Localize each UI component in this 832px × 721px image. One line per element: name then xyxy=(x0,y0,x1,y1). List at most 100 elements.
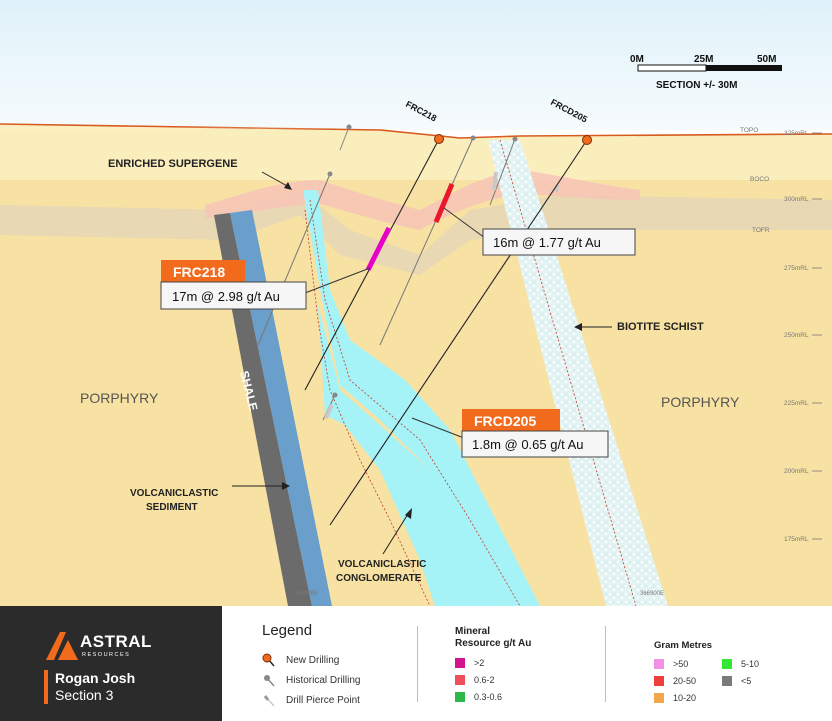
easting-label-2: 366900E xyxy=(640,591,664,597)
historical-hole-2 xyxy=(379,137,474,346)
astral-logo-icon xyxy=(46,632,78,660)
enriched-supergene-arrowhead xyxy=(284,182,292,190)
new-drilling-icon xyxy=(262,653,275,667)
legend-historical-drilling: Historical Drilling xyxy=(262,673,360,687)
pierce-point-1 xyxy=(492,171,498,191)
scale-bar-label: SECTION +/- 30M xyxy=(656,80,737,91)
gram-swatch-gt50 xyxy=(654,659,664,669)
porphyry-label-right: PORPHYRY xyxy=(661,394,740,410)
callout-frc218-tag-text: FRC218 xyxy=(173,264,225,280)
gram-swatch-row-4: 5-10 xyxy=(722,659,759,669)
contact-line-mid xyxy=(309,199,521,606)
rl-label-225: 225mRL xyxy=(784,400,809,407)
scale-tick-25: 25M xyxy=(694,54,713,65)
mineral-swatch-medium-label: 0.6-2 xyxy=(474,675,495,685)
enriched-supergene-arrow xyxy=(261,171,290,188)
rl-label-200: 200mRL xyxy=(784,468,809,475)
scale-bar-black xyxy=(706,65,782,71)
callout-frcd205-tag-text: FRCD205 xyxy=(474,413,536,429)
rl-label-topo: TOPO xyxy=(740,127,758,134)
gram-swatch-row-3: 10-20 xyxy=(654,693,696,703)
historical-collar-3 xyxy=(512,136,518,142)
gram-swatch-5-10-label: 5-10 xyxy=(741,659,760,669)
scale-tick-50: 50M xyxy=(757,54,776,65)
fault-line-right xyxy=(499,139,637,606)
brand-subtitle: RESOURCES xyxy=(82,652,131,658)
biotite-schist-arrowhead xyxy=(574,323,582,331)
project-name: Rogan Josh xyxy=(55,670,136,686)
legend-new-drilling: New Drilling xyxy=(262,653,339,667)
brand-name: ASTRAL xyxy=(80,632,152,651)
mineral-swatch-medium xyxy=(455,675,465,685)
pierce-point-icon xyxy=(263,695,275,707)
volc-sediment-arrowhead xyxy=(282,482,290,490)
frcd205-collar xyxy=(582,135,592,145)
volc-conglom-arrowhead xyxy=(405,508,412,519)
historical-hole-4 xyxy=(257,173,331,346)
enriched-supergene-label: ENRICHED SUPERGENE xyxy=(108,158,238,170)
historical-drilling-icon xyxy=(264,675,275,687)
mineral-swatch-row-1: >2 xyxy=(455,658,484,668)
mineral-swatch-row-2: 0.6-2 xyxy=(455,675,495,685)
mineral-swatch-row-3: 0.3-0.6 xyxy=(455,692,502,702)
legend-pierce-point: Drill Pierce Point xyxy=(262,693,360,707)
intercept-17m-segment xyxy=(365,226,392,272)
volcaniclastic-sediment-body xyxy=(303,190,540,606)
volc-sediment-label-2: SEDIMENT xyxy=(146,502,198,513)
cross-section-diagram: FRC218 FRCD205 0M 25M 50M SECTION +/- 30… xyxy=(0,0,832,606)
legend-divider-1 xyxy=(417,626,418,702)
brand-panel: ASTRAL RESOURCES Rogan Josh Section 3 xyxy=(0,606,222,721)
easting-label-1: 366800E xyxy=(294,591,318,597)
callout-frc218-leader xyxy=(304,267,371,294)
gram-swatch-row-1: >50 xyxy=(654,659,688,669)
mineral-resource-title: Mineral Resource g/t Au xyxy=(455,626,531,650)
callout-16m-text: 16m @ 1.77 g/t Au xyxy=(493,235,601,250)
mineral-title-line2: Resource g/t Au xyxy=(455,638,532,649)
legend-historical-drilling-label: Historical Drilling xyxy=(286,674,361,686)
rl-label-250: 250mRL xyxy=(784,332,809,339)
historical-collar-1 xyxy=(346,124,352,130)
historical-collar-4 xyxy=(327,171,333,177)
gram-metres-title: Gram Metres xyxy=(654,640,713,651)
rl-label-300: 300mRL xyxy=(784,196,809,203)
historical-collar-2 xyxy=(470,135,476,141)
gram-swatch-gt50-label: >50 xyxy=(673,659,689,669)
oxide-zone xyxy=(0,124,832,180)
gram-swatch-row-2: 20-50 xyxy=(654,676,696,686)
mineral-swatch-low xyxy=(455,692,465,702)
rl-label-boco: BOCO xyxy=(750,176,769,183)
mineral-swatch-high xyxy=(455,658,465,668)
scale-tick-0: 0M xyxy=(630,54,644,65)
callout-16m-box xyxy=(482,228,636,256)
legend-pierce-point-label: Drill Pierce Point xyxy=(286,694,360,706)
callout-frc218-tag xyxy=(161,260,245,282)
porphyry-label-left: PORPHYRY xyxy=(80,390,159,406)
mineral-swatch-high-label: >2 xyxy=(474,658,485,668)
frcd205-hole-trace xyxy=(329,139,588,526)
volc-conglom-label-1: VOLCANICLASTIC xyxy=(338,559,426,570)
frc218-collar xyxy=(434,134,444,144)
section-name: Section 3 xyxy=(55,687,114,703)
scale-bar-white xyxy=(637,64,707,72)
legend-new-drilling-label: New Drilling xyxy=(286,654,340,666)
callout-frcd205-text: 1.8m @ 0.65 g/t Au xyxy=(472,437,583,452)
callout-frcd205-box xyxy=(461,430,609,458)
gram-swatch-row-5: <5 xyxy=(722,676,751,686)
biotite-schist-band xyxy=(488,140,668,606)
pierce-point-2 xyxy=(324,404,334,419)
volcaniclastic-conglomerate-body xyxy=(318,305,500,606)
callout-frc218-box xyxy=(160,281,307,310)
contact-line-left xyxy=(304,209,431,606)
intercept-16m-segment xyxy=(433,183,455,223)
historical-hole-3 xyxy=(489,138,516,206)
callout-frc218-text: 17m @ 2.98 g/t Au xyxy=(172,289,280,304)
volc-sediment-label-1: VOLCANICLASTIC xyxy=(130,488,218,499)
callout-frcd205-leader xyxy=(411,417,465,439)
mineral-title-line1: Mineral xyxy=(455,626,491,637)
rl-label-175: 175mRL xyxy=(784,536,809,543)
brand-accent-bar xyxy=(44,670,48,704)
rl-label-275: 275mRL xyxy=(784,265,809,272)
callout-16m-leader xyxy=(443,207,486,239)
mineral-swatch-low-label: 0.3-0.6 xyxy=(474,692,503,702)
